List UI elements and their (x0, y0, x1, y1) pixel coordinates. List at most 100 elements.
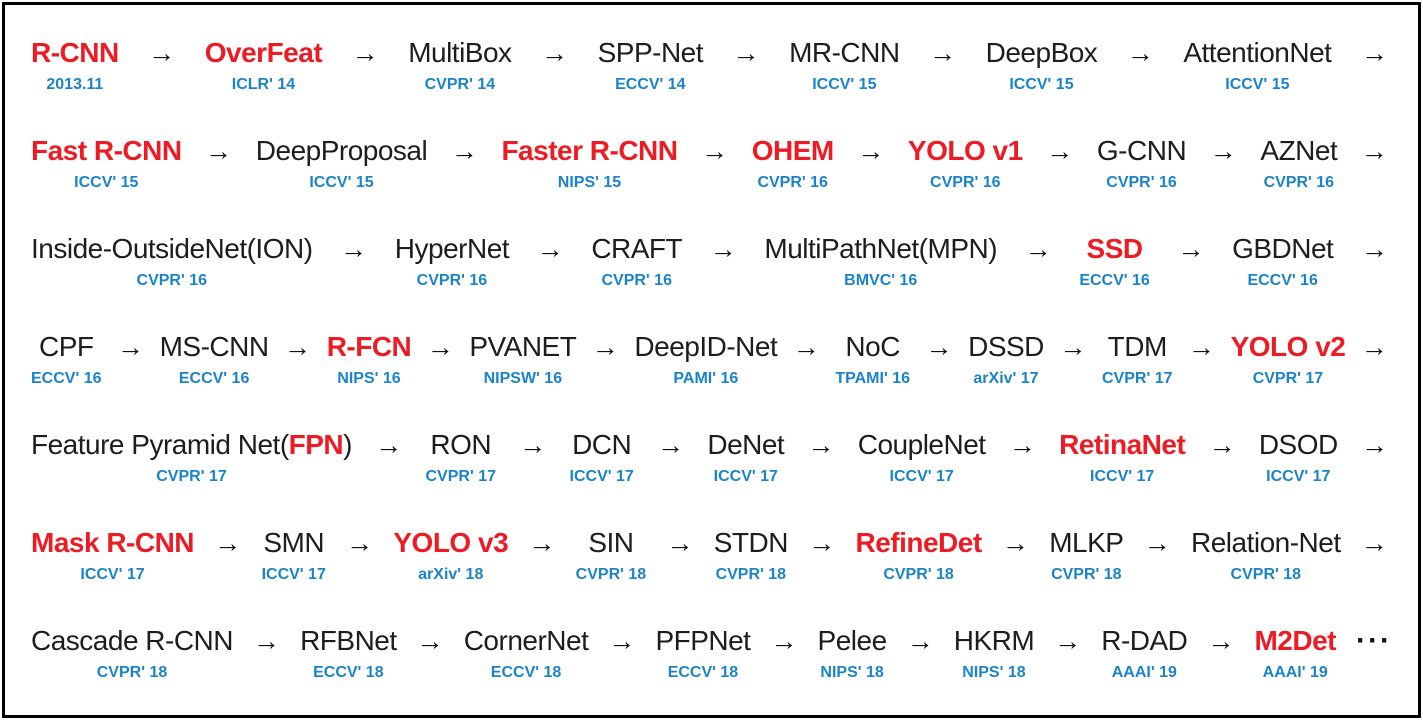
model-name: MultiBox (408, 36, 512, 68)
model-name: Relation-Net (1190, 526, 1341, 558)
model-name: G-CNN (1096, 134, 1187, 166)
arrow-icon: → (1059, 331, 1087, 362)
venue-label: ICCV' 15 (309, 173, 374, 191)
arrow-icon: → (1360, 233, 1388, 264)
venue-label: ICCV' 17 (261, 565, 326, 583)
venue-label: CVPR' 16 (1106, 173, 1177, 191)
arrow-icon: → (426, 331, 454, 362)
model-node: CPF ECCV' 16 (31, 328, 102, 389)
venue-label: CVPR' 18 (1051, 565, 1122, 583)
model-name: CoupleNet (857, 428, 986, 460)
venue-label: ICCV' 17 (569, 467, 634, 485)
model-name: YOLO v3 (393, 526, 509, 558)
arrow-icon: → (770, 625, 798, 656)
model-node: MR-CNN ICCV' 15 (789, 34, 900, 95)
model-name: MultiPathNet(MPN) (764, 232, 998, 264)
arrow-icon: → (536, 233, 564, 264)
arrow-icon: → (808, 527, 836, 558)
arrow-icon: → (117, 331, 145, 362)
model-name: AttentionNet (1183, 36, 1332, 68)
model-name: OverFeat (204, 36, 323, 68)
arrow-icon: → (519, 429, 547, 460)
venue-label: BMVC' 16 (844, 271, 918, 289)
venue-label: ECCV' 16 (1247, 271, 1318, 289)
arrow-icon: → (148, 37, 176, 68)
venue-label: ICCV' 17 (889, 467, 954, 485)
model-name: HyperNet (394, 232, 510, 264)
model-name: R-DAD (1101, 624, 1188, 656)
arrow-icon: → (1209, 135, 1237, 166)
arrow-icon: → (214, 527, 242, 558)
model-name: SSD (1086, 232, 1144, 264)
model-name-part: Feature Pyramid Net( (31, 428, 289, 460)
arrow-icon: → (528, 527, 556, 558)
venue-label: NIPS' 18 (820, 663, 884, 681)
arrow-icon: → (340, 233, 368, 264)
venue-label: ECCV' 16 (31, 369, 102, 387)
model-name: SPP-Net (597, 36, 704, 68)
model-name: PVANET (469, 330, 577, 362)
model-name: DeepID-Net (634, 330, 778, 362)
venue-label: arXiv' 18 (418, 565, 484, 583)
venue-label: ECCV' 18 (667, 663, 739, 681)
model-name: RON (430, 428, 492, 460)
model-name: R-CNN (31, 36, 119, 68)
arrow-icon: → (857, 135, 885, 166)
model-name: DeepProposal (255, 134, 428, 166)
model-name: DSOD (1258, 428, 1338, 460)
arrow-icon: → (1360, 527, 1388, 558)
model-name: OHEM (751, 134, 835, 166)
model-name: MR-CNN (789, 36, 900, 68)
venue-label: 2013.11 (46, 75, 104, 93)
model-name-part: ) (343, 428, 352, 460)
model-node: MultiPathNet(MPN) BMVC' 16 (764, 230, 997, 291)
arrow-icon: → (346, 527, 374, 558)
model-name: DSSD (968, 330, 1044, 362)
arrow-icon: → (1360, 135, 1388, 166)
model-name: CornerNet (463, 624, 589, 656)
venue-label: NIPS' 18 (962, 663, 1026, 681)
arrow-icon: → (541, 37, 569, 68)
arrow-icon: → (657, 429, 685, 460)
arrow-icon: → (450, 135, 478, 166)
venue-label: CVPR' 18 (575, 565, 647, 583)
arrow-icon: → (1024, 233, 1052, 264)
venue-label: ICCV' 15 (812, 75, 877, 93)
venue-label: CVPR' 14 (424, 75, 496, 93)
arrow-icon: → (1008, 429, 1036, 460)
venue-label: CVPR' 17 (1252, 369, 1324, 387)
arrow-icon: → (807, 429, 835, 460)
venue-label: CVPR' 17 (1101, 369, 1173, 387)
arrow-icon: → (591, 331, 619, 362)
model-name: CPF (39, 330, 94, 362)
venue-label: CVPR' 18 (715, 565, 787, 583)
arrow-icon: → (351, 37, 379, 68)
venue-label: CVPR' 18 (883, 565, 954, 583)
model-name: SIN (588, 526, 634, 558)
model-node: SIN CVPR' 18 (576, 524, 647, 585)
